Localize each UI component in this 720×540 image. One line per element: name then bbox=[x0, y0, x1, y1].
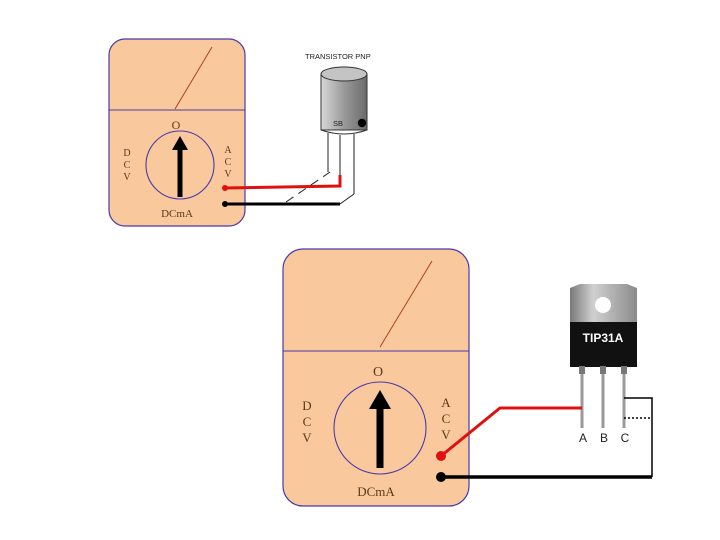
meter-top-dcv-c: C bbox=[124, 160, 131, 171]
meter-top-dial-arrow bbox=[172, 136, 188, 197]
meter-bottom-dcv-d: D bbox=[302, 398, 311, 413]
meter-top-dcma-label: DCmA bbox=[161, 208, 193, 220]
transistor-tip31a-mount-hole bbox=[595, 297, 611, 313]
multimeter-top: O D C V A C V DCmA bbox=[108, 38, 246, 227]
meter-top-acv-v: V bbox=[224, 169, 232, 180]
meter-bottom-dial bbox=[333, 381, 427, 475]
meter-top-acv-a: A bbox=[224, 145, 232, 156]
transistor-tip31a-pin-a-shoulder bbox=[579, 366, 585, 374]
transistor-tip31a-pin-b-label: B bbox=[600, 431, 608, 445]
transistor-pnp-part: SB bbox=[333, 119, 343, 128]
meter-bottom-dcv-c: C bbox=[303, 414, 312, 429]
meter-top-body bbox=[108, 38, 246, 227]
lead-bottom-return-wire bbox=[624, 397, 653, 477]
transistor-pnp-base-edge bbox=[320, 129, 368, 135]
lead-top-pin3-link bbox=[339, 193, 355, 205]
leads-top bbox=[224, 171, 355, 206]
meter-bottom-dcv-v: V bbox=[302, 430, 312, 445]
transistor-tip31a: TIP31A A B C bbox=[570, 284, 637, 445]
transistor-tip31a-part: TIP31A bbox=[583, 331, 624, 345]
meter-bottom-dial-arrow bbox=[369, 390, 391, 468]
transistor-pnp-tab-dot bbox=[357, 118, 367, 128]
meter-top-dial bbox=[145, 130, 215, 200]
leads-bottom bbox=[440, 397, 653, 479]
meter-top-acv-c: C bbox=[225, 157, 232, 168]
meter-bottom-dcma-label: DCmA bbox=[357, 484, 395, 499]
lead-top-dashed bbox=[285, 171, 331, 203]
meter-top-dcv-v: V bbox=[123, 172, 131, 183]
transistor-tip31a-pin-c-label: C bbox=[621, 431, 630, 445]
transistor-tip31a-pin-c-shoulder bbox=[621, 366, 627, 374]
transistor-pnp-top bbox=[320, 66, 368, 82]
lead-top-red bbox=[224, 175, 342, 190]
transistor-tip31a-body bbox=[570, 322, 637, 367]
meter-bottom-ohm-label: O bbox=[373, 365, 383, 380]
meter-top-dcv-d: D bbox=[123, 148, 130, 159]
transistor-pnp: TRANSISTOR PNP SB bbox=[305, 52, 371, 194]
meter-bottom-needle bbox=[379, 260, 433, 348]
meter-top-needle bbox=[174, 46, 213, 110]
meter-bottom-acv-v: V bbox=[441, 427, 451, 442]
multimeter-bottom: O D C V A C V DCmA bbox=[282, 248, 470, 507]
meter-top-ohm-label: O bbox=[172, 118, 181, 132]
meter-bottom-acv-c: C bbox=[442, 411, 451, 426]
transistor-tip31a-pin-a-label: A bbox=[579, 431, 587, 445]
transistor-pnp-title: TRANSISTOR PNP bbox=[305, 52, 371, 61]
meter-bottom-body bbox=[282, 248, 470, 507]
transistor-tip31a-pin-b-shoulder bbox=[600, 366, 606, 374]
lead-bottom-red bbox=[440, 406, 582, 458]
meter-bottom-acv-a: A bbox=[441, 395, 451, 410]
